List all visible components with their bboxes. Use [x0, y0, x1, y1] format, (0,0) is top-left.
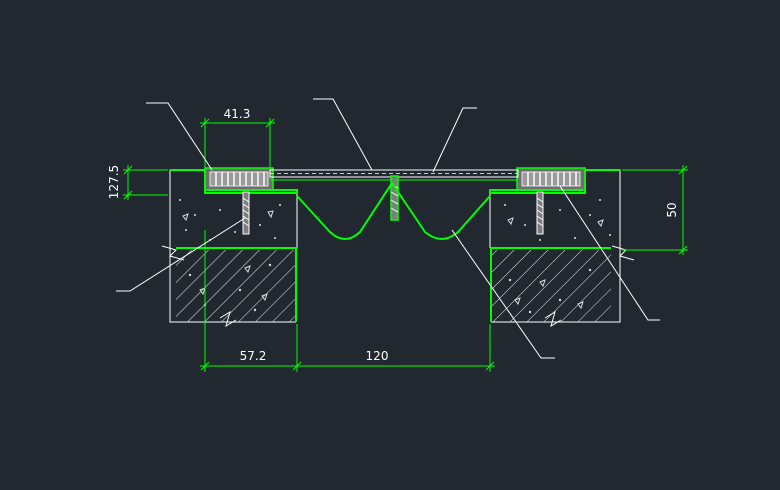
leader-top-center [313, 98, 373, 171]
left-foundation-hatch [176, 250, 296, 322]
dimension-left-label: 127.5 [107, 165, 121, 199]
right-anchor-bolt [536, 191, 544, 235]
leader-top-left [146, 102, 213, 171]
right-edge-profile [489, 167, 586, 194]
leader-top-right [432, 107, 477, 173]
leader-bottom-right [559, 185, 660, 321]
right-foundation-hatch [491, 250, 611, 322]
leader-bottom-center [451, 229, 555, 359]
dimension-left [123, 165, 168, 200]
dimension-top-label: 41.3 [224, 107, 251, 121]
left-edge-profile [204, 167, 298, 194]
dimension-right [622, 165, 688, 255]
leader-lines [116, 98, 660, 359]
flexible-waterstop [296, 181, 491, 240]
dimension-bottom-gap-label: 120 [366, 349, 389, 363]
dimension-bottom [200, 230, 495, 372]
dimension-top [200, 118, 275, 168]
dimension-bottom-left-label: 57.2 [240, 349, 267, 363]
leader-bottom-left [116, 217, 246, 292]
left-anchor-bolt [242, 191, 250, 235]
right-concrete-block [489, 169, 635, 328]
dimension-right-label: 50 [665, 202, 679, 217]
left-concrete-block [161, 169, 298, 328]
